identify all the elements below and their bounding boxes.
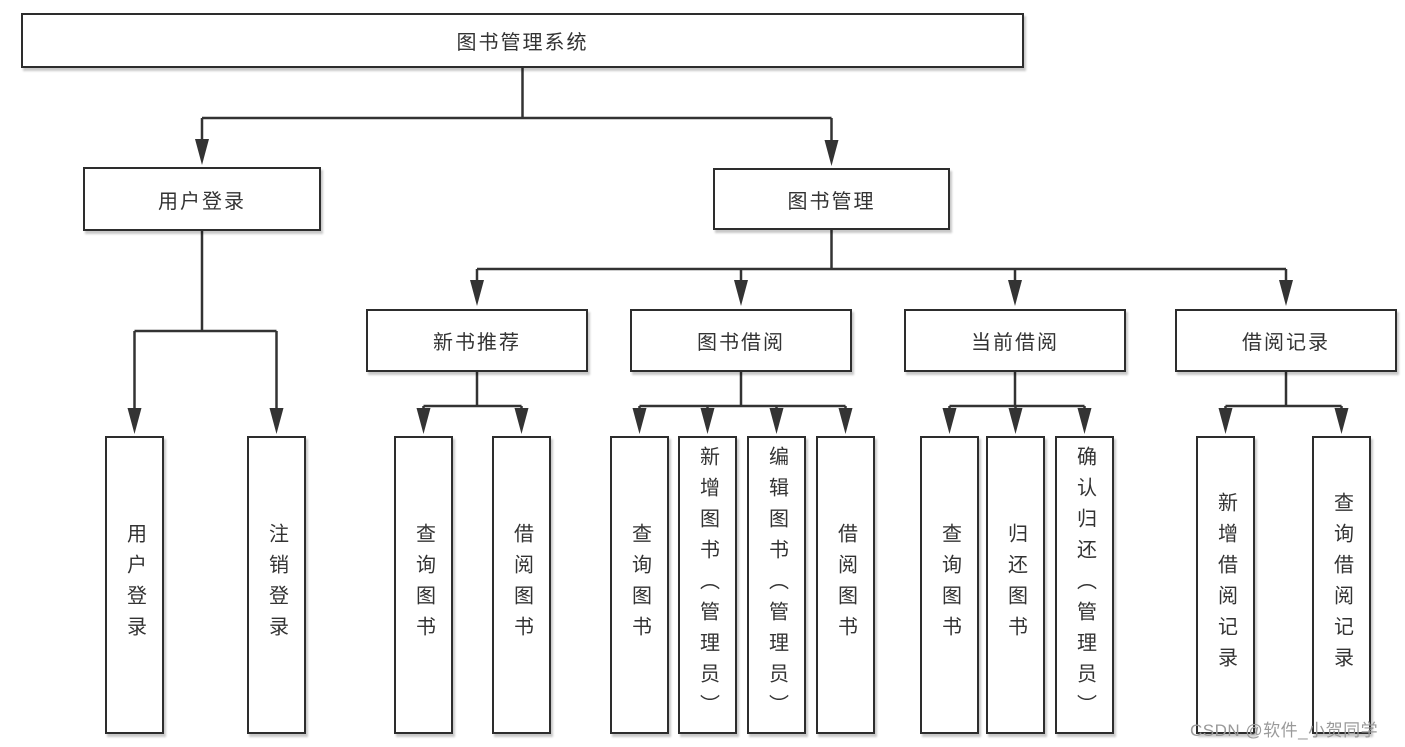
node-new-book-recommendation: 新书推荐 [366,309,588,372]
arrow-down-icon [1077,408,1092,434]
node-label: 新书推荐 [433,332,521,354]
node-borrow-books-borrow: 借阅图书 [816,436,875,734]
node-current-borrowing: 当前借阅 [904,309,1126,372]
arrow-down-icon [514,408,529,434]
node-query-borrow-record: 查询借阅记录 [1312,436,1371,734]
node-label: 新增图书（管理员） [696,445,719,725]
arrow-down-icon [470,280,484,306]
node-label: 用户登录 [158,190,246,213]
arrow-down-icon [734,280,748,306]
node-borrow-books-recommend: 借阅图书 [492,436,551,734]
node-label: 图书借阅 [697,332,785,354]
arrow-down-icon [1008,408,1023,434]
arrow-down-icon [416,408,431,434]
node-query-books-recommend: 查询图书 [394,436,453,734]
arrow-down-icon [269,408,284,434]
node-edit-books-admin: 编辑图书（管理员） [747,436,806,734]
node-label: 编辑图书（管理员） [765,445,788,725]
node-label: 新增借阅记录 [1214,492,1237,678]
node-label: 借阅记录 [1242,332,1330,354]
arrow-down-icon [769,408,784,434]
node-library-management-system: 图书管理系统 [21,13,1024,68]
node-label: 注销登录 [265,523,288,647]
node-query-books-borrow: 查询图书 [610,436,669,734]
node-user-login-action: 用户登录 [105,436,164,734]
arrow-down-icon [824,140,839,166]
connector-new-book-recommendation [422,372,523,414]
connector-book-management [475,230,1288,287]
node-label: 归还图书 [1004,523,1027,647]
node-borrowing-records: 借阅记录 [1175,309,1397,372]
node-label: 借阅图书 [834,523,857,647]
arrow-down-icon [700,408,715,434]
arrow-down-icon [127,408,142,434]
node-label: 借阅图书 [510,523,533,647]
node-label: 图书管理 [787,190,876,213]
node-return-books: 归还图书 [986,436,1045,734]
node-label: 查询借阅记录 [1330,492,1353,678]
arrow-down-icon [1218,408,1233,434]
arrow-down-icon [1279,280,1293,306]
node-add-books-admin: 新增图书（管理员） [678,436,737,734]
connector-root [200,68,833,146]
connector-borrowing-records [1224,372,1343,414]
node-book-borrowing: 图书借阅 [630,309,852,372]
node-add-borrow-record: 新增借阅记录 [1196,436,1255,734]
csdn-watermark: CSDN @软件_小贺同学 [1190,721,1379,740]
node-confirm-return-admin: 确认归还（管理员） [1055,436,1114,734]
arrow-down-icon [632,408,647,434]
connector-user-login [133,231,278,414]
arrow-down-icon [195,139,209,165]
node-label: 查询图书 [412,523,435,647]
node-label: 查询图书 [628,523,651,647]
node-book-management: 图书管理 [713,168,950,230]
node-user-login: 用户登录 [83,167,321,231]
node-logout-action: 注销登录 [247,436,306,734]
node-label: 图书管理系统 [456,32,589,54]
node-label: 当前借阅 [971,332,1059,354]
connector-current-borrowing [948,372,1086,414]
node-label: 用户登录 [123,523,146,647]
arrow-down-icon [942,408,957,434]
arrow-down-icon [1334,408,1349,434]
node-query-books-current: 查询图书 [920,436,979,734]
arrow-down-icon [838,408,853,434]
node-label: 确认归还（管理员） [1073,445,1096,725]
node-label: 查询图书 [938,523,961,647]
arrow-down-icon [1008,280,1022,306]
connector-book-borrowing [638,372,847,414]
